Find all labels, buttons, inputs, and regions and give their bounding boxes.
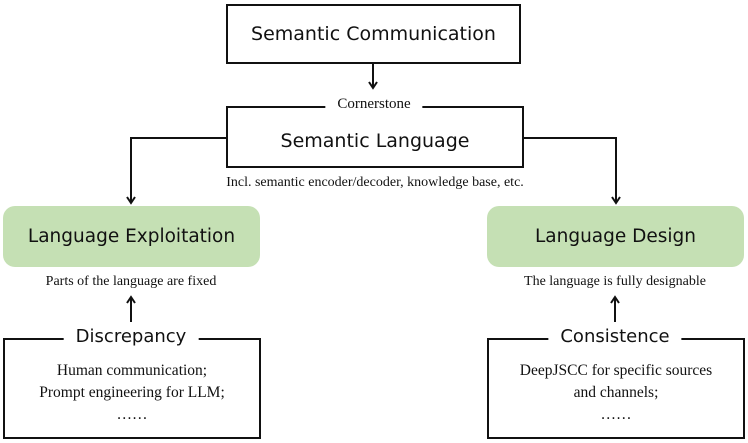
left-caption: Parts of the language are fixed [45, 274, 217, 289]
consistence-label: Consistence [548, 326, 682, 347]
semantic-language-label: Semantic Language [280, 130, 470, 152]
semantic-language-box: Semantic Language [226, 106, 524, 168]
right-caption: The language is fully designable [524, 274, 706, 289]
language-design-label: Language Design [534, 226, 697, 247]
language-exploitation-label: Language Exploitation [27, 226, 236, 247]
consistence-box: DeepJSCC for specific sources and channe… [487, 338, 745, 439]
discrepancy-line: Prompt engineering for LLM; [39, 384, 225, 401]
language-design-box: Language Design [487, 206, 744, 267]
discrepancy-box: Human communication; Prompt engineering … [3, 338, 261, 439]
arrow-core-to-right [523, 137, 621, 205]
core-caption: Incl. semantic encoder/decoder, knowledg… [226, 175, 524, 190]
cornerstone-label: Cornerstone [325, 96, 423, 113]
discrepancy-line: …… [116, 406, 148, 423]
discrepancy-line: Human communication; [56, 362, 208, 379]
discrepancy-label: Discrepancy [63, 326, 199, 347]
consistence-line: DeepJSCC for specific sources [519, 362, 713, 379]
semantic-communication-box: Semantic Communication [226, 4, 521, 64]
arrow-core-to-left [126, 137, 226, 205]
consistence-line: …… [600, 406, 632, 423]
semantic-communication-label: Semantic Communication [251, 23, 496, 45]
language-exploitation-box: Language Exploitation [3, 206, 260, 267]
consistence-line: and channels; [573, 384, 659, 401]
